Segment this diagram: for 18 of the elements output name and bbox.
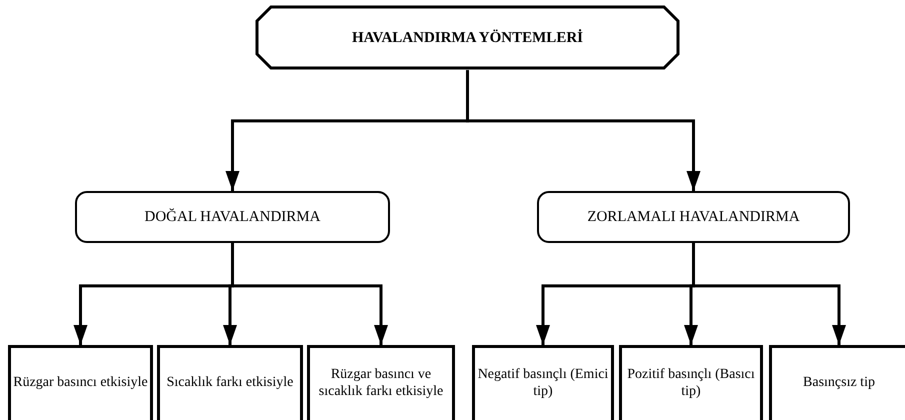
box-label: Basınçsız tip [802, 375, 876, 392]
box-label: Sıcaklık farkı etkisiyle [166, 375, 294, 392]
box-label: Pozitif basınçlı (Basıcı tip) [626, 366, 756, 400]
box-label: Rüzgar basıncı ve sıcaklık farkı etkisiyle [318, 366, 444, 400]
process-box [157, 345, 303, 420]
box-label: Negatif basınçlı (Emici tip) [476, 366, 610, 400]
arrow [466, 70, 700, 191]
process-box [769, 345, 905, 420]
box-label: DOĞAL HAVALANDIRMA [144, 208, 322, 226]
box-label: Rüzgar basıncı etkisiyle [12, 375, 149, 392]
rounded-box [75, 191, 390, 243]
process-box [619, 345, 763, 420]
process-box [8, 345, 153, 420]
rounded-box [537, 191, 850, 243]
process-box [307, 345, 455, 420]
box-label: HAVALANDIRMA YÖNTEMLERİ [350, 28, 584, 46]
process-box [472, 345, 614, 420]
box-label: ZORLAMALI HAVALANDIRMA [586, 208, 801, 226]
